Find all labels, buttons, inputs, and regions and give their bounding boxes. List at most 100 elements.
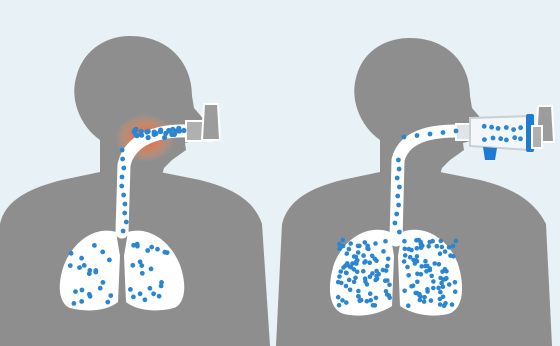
medicine-particle [337, 274, 342, 279]
medicine-particle [135, 242, 140, 247]
medicine-particle [93, 270, 98, 275]
medicine-particle [370, 271, 375, 276]
medicine-particle [406, 273, 411, 278]
medicine-particle [518, 136, 523, 141]
medicine-particle [340, 298, 345, 303]
medicine-particle [143, 297, 148, 302]
medicine-particle [429, 298, 434, 303]
medicine-particle [345, 251, 350, 256]
medicine-particle [451, 244, 456, 249]
medicine-particle [402, 239, 407, 244]
medicine-particle [130, 263, 135, 268]
medicine-particle [159, 280, 164, 285]
medicine-particle [120, 148, 125, 153]
medicine-particle [435, 244, 440, 249]
medicine-particle [92, 243, 97, 248]
medicine-particle [146, 135, 151, 140]
medicine-particle [431, 279, 436, 284]
medicine-particle [79, 256, 84, 261]
medicine-particle [419, 272, 424, 277]
medicine-particle [339, 281, 344, 286]
medicine-particle [144, 129, 149, 134]
medicine-particle [419, 245, 424, 250]
medicine-particle [373, 241, 378, 246]
medicine-particle [450, 302, 455, 307]
medicine-particle [338, 269, 343, 274]
medicine-particle [336, 295, 341, 300]
medicine-particle [440, 245, 445, 250]
medicine-particle [395, 194, 400, 199]
medicine-particle [441, 284, 446, 289]
medicine-particle [100, 250, 105, 255]
medicine-particle [432, 261, 437, 266]
medicine-particle [415, 254, 420, 259]
medicine-particle [422, 299, 427, 304]
medicine-particle [132, 129, 137, 134]
medicine-particle [355, 258, 360, 263]
medicine-particle [131, 295, 136, 300]
inhaler-canister [202, 104, 220, 140]
medicine-particle [82, 263, 87, 268]
medicine-particle [436, 286, 441, 291]
medicine-particle [387, 283, 392, 288]
medicine-particle [347, 278, 352, 283]
medicine-particle [511, 127, 516, 132]
medicine-particle [88, 294, 93, 299]
medicine-particle [454, 129, 459, 134]
medicine-particle [145, 248, 150, 253]
medicine-particle [381, 268, 386, 273]
medicine-particle [368, 298, 373, 303]
medicine-particle [504, 138, 509, 143]
medicine-particle [356, 244, 361, 249]
medicine-particle [365, 246, 370, 251]
medicine-particle [431, 286, 436, 291]
medicine-particle [384, 289, 389, 294]
medicine-particle [119, 184, 124, 189]
medicine-particle [415, 280, 420, 285]
medicine-particle [124, 220, 129, 225]
medicine-particle [415, 246, 420, 251]
medicine-particle [428, 268, 433, 273]
medicine-particle [414, 238, 419, 243]
medicine-particle [123, 202, 128, 207]
medicine-particle [438, 290, 443, 295]
medicine-particle [374, 296, 379, 301]
medicine-particle [367, 260, 372, 265]
medicine-particle [68, 263, 73, 268]
medicine-particle [419, 264, 424, 269]
medicine-particle [348, 288, 353, 293]
medicine-particle [397, 185, 402, 190]
medicine-particle [374, 269, 379, 274]
medicine-particle [344, 284, 349, 289]
medicine-particle [397, 230, 402, 235]
medicine-particle [441, 130, 446, 135]
medicine-particle [512, 135, 517, 140]
medicine-particle [152, 130, 157, 135]
medicine-particle [353, 276, 358, 281]
medicine-particle [107, 258, 112, 263]
medicine-particle [108, 293, 113, 298]
medicine-particle [482, 124, 487, 129]
medicine-particle [140, 271, 145, 276]
medicine-particle [373, 257, 378, 262]
medicine-particle [128, 287, 133, 292]
medicine-particle [415, 133, 420, 138]
medicine-particle [411, 284, 416, 289]
medicine-particle [385, 278, 390, 283]
medicine-particle [347, 247, 352, 252]
medicine-particle [447, 245, 452, 250]
medicine-particle [387, 295, 392, 300]
medicine-particle [405, 265, 410, 270]
medicine-particle [361, 253, 366, 258]
medicine-particle [343, 263, 348, 268]
medicine-particle [428, 132, 433, 137]
medicine-particle [357, 299, 362, 304]
medicine-particle [439, 239, 444, 244]
medicine-particle [447, 282, 452, 287]
medicine-particle [393, 221, 398, 226]
medicine-particle [402, 289, 407, 294]
medicine-particle [443, 267, 448, 272]
medicine-particle [139, 263, 144, 268]
medicine-particle [444, 276, 449, 281]
